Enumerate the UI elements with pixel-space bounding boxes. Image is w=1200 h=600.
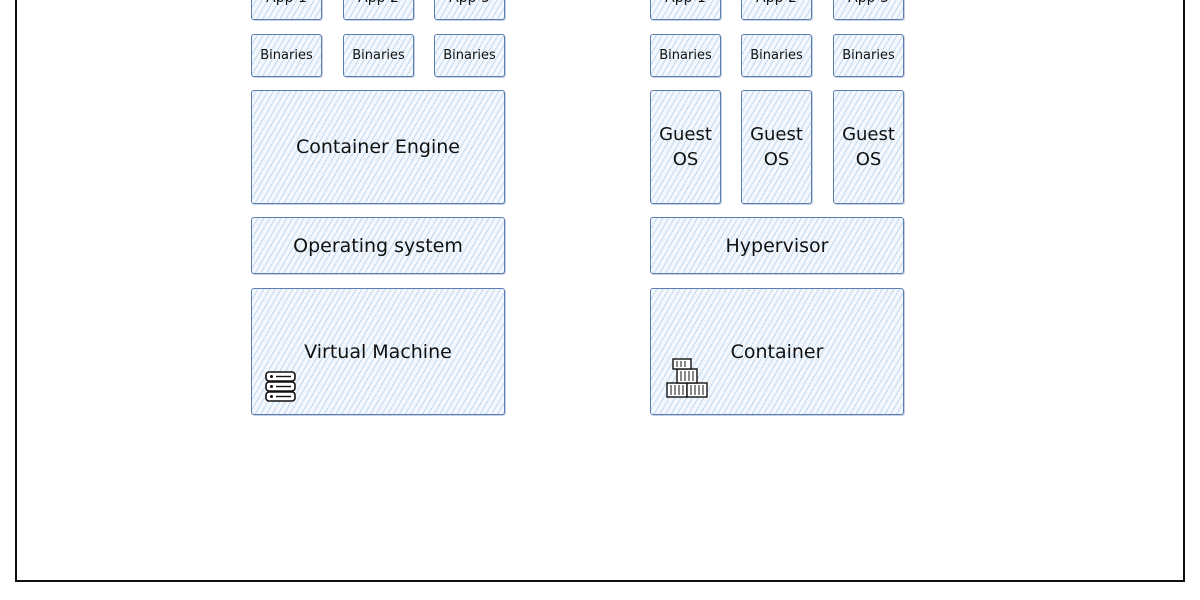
right-app-3-label: App 3 bbox=[848, 0, 889, 11]
guest-os-2-box: Guest OS bbox=[741, 90, 812, 204]
virtual-machine-label: Virtual Machine bbox=[304, 340, 452, 363]
container-engine-label: Container Engine bbox=[295, 136, 460, 158]
right-binaries-1-label: Binaries bbox=[659, 47, 712, 63]
hypervisor-box: Hypervisor bbox=[650, 217, 904, 274]
right-binaries-3-label: Binaries bbox=[842, 47, 895, 63]
left-binaries-2-box: Binaries bbox=[343, 34, 414, 77]
virtual-machine-box: Virtual Machine bbox=[251, 288, 505, 415]
diagram-frame bbox=[15, 0, 1185, 582]
container-engine-box: Container Engine bbox=[251, 90, 505, 204]
left-binaries-3-box: Binaries bbox=[434, 34, 505, 77]
left-app-3-box: App 3 bbox=[434, 0, 505, 20]
operating-system-label: Operating system bbox=[293, 234, 463, 257]
right-binaries-1-box: Binaries bbox=[650, 34, 721, 77]
guest-os-2-label: Guest OS bbox=[750, 124, 803, 170]
guest-os-3-box: Guest OS bbox=[833, 90, 904, 204]
right-app-3-box: App 3 bbox=[833, 0, 904, 20]
operating-system-box: Operating system bbox=[251, 217, 505, 274]
guest-os-3-label: Guest OS bbox=[842, 124, 895, 170]
right-app-1-label: App 1 bbox=[665, 0, 706, 11]
left-binaries-1-label: Binaries bbox=[260, 47, 313, 63]
hypervisor-label: Hypervisor bbox=[725, 234, 829, 257]
right-app-2-label: App 2 bbox=[756, 0, 797, 11]
guest-os-1-box: Guest OS bbox=[650, 90, 721, 204]
left-binaries-3-label: Binaries bbox=[443, 47, 496, 63]
guest-os-1-label: Guest OS bbox=[659, 124, 712, 170]
right-binaries-2-label: Binaries bbox=[750, 47, 803, 63]
server-stack-icon bbox=[265, 371, 296, 402]
right-binaries-2-box: Binaries bbox=[741, 34, 812, 77]
left-binaries-1-box: Binaries bbox=[251, 34, 322, 77]
right-binaries-3-box: Binaries bbox=[833, 34, 904, 77]
left-binaries-2-label: Binaries bbox=[352, 47, 405, 63]
left-app-3-label: App 3 bbox=[449, 0, 490, 11]
left-app-2-label: App 2 bbox=[358, 0, 399, 11]
left-app-2-box: App 2 bbox=[343, 0, 414, 20]
right-app-1-box: App 1 bbox=[650, 0, 721, 20]
left-app-1-box: App 1 bbox=[251, 0, 322, 20]
container-box: Container bbox=[650, 288, 904, 415]
right-app-2-box: App 2 bbox=[741, 0, 812, 20]
left-app-1-label: App 1 bbox=[266, 0, 307, 11]
shipping-containers-icon bbox=[666, 358, 708, 398]
container-label: Container bbox=[730, 340, 824, 363]
